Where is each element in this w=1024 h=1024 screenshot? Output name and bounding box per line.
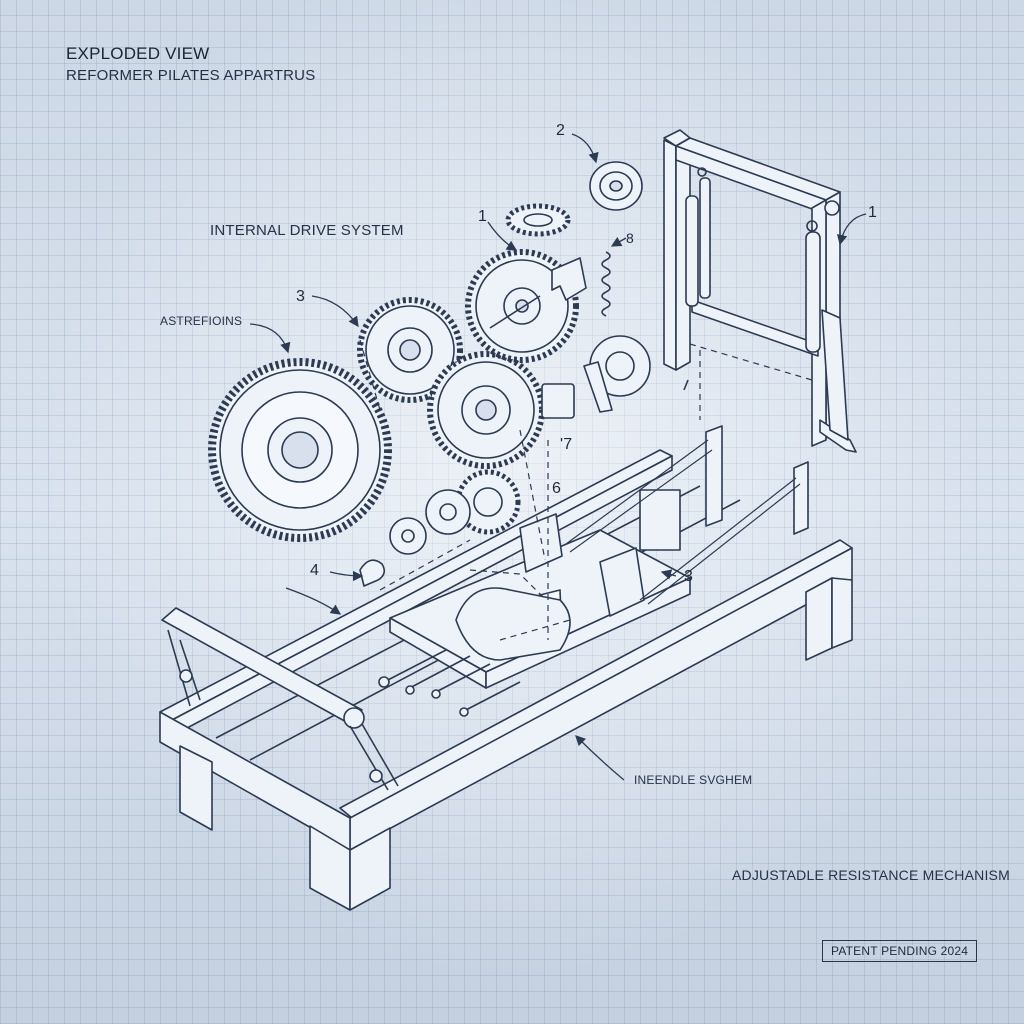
leader-lines [249, 133, 867, 781]
part-number-3-gear: 3 [296, 288, 306, 305]
part-number-4: 4 [310, 562, 320, 579]
foot-bar [161, 607, 399, 791]
spring-bar [378, 649, 521, 717]
part-number-1-frame: 1 [868, 204, 878, 221]
part-number-8: 8 [626, 230, 634, 246]
large-gear [208, 358, 392, 542]
part-number-6: 6 [552, 480, 562, 497]
page-title: EXPLODED VIEW [66, 44, 210, 63]
part-number-7: '7 [560, 436, 573, 453]
part-number-1-gear: 1 [478, 208, 488, 225]
pulley-parts [359, 161, 651, 587]
patent-stamp: PATENT PENDING 2024 [822, 940, 978, 962]
label-ineendle-system: INEENDLE SVGHEM [634, 773, 753, 787]
label-astrefioins: ASTREFIOINS [160, 314, 243, 328]
carriage [389, 513, 691, 689]
assembly-guides [359, 339, 813, 641]
page-subtitle: REFORMER PILATES APPARTRUS [66, 67, 316, 84]
label-adjustable-resistance: ADJUSTADLE RESISTANCE MECHANISM [732, 867, 1010, 883]
part-number-3-cable: 3 [684, 568, 694, 585]
cables [565, 439, 801, 605]
tower-frame [663, 129, 857, 453]
gear-stack [357, 203, 579, 555]
label-internal-drive-system: INTERNAL DRIVE SYSTEM [210, 222, 404, 239]
part-number-2: 2 [556, 122, 566, 139]
